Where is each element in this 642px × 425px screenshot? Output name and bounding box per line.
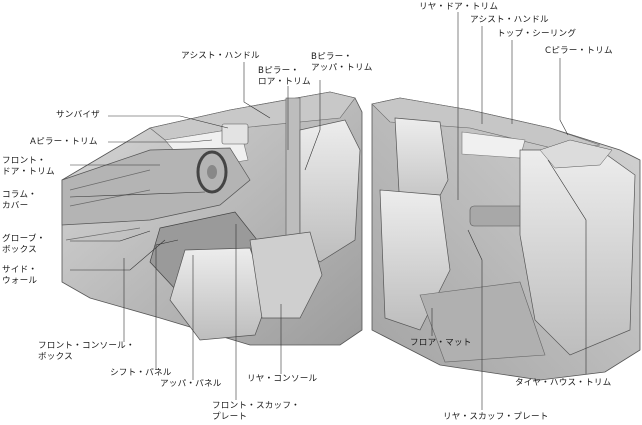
label-column-cover: コラム・ カバー [2,190,37,212]
label-glove-box: グローブ・ ボックス [2,234,45,256]
label-sun-visor: サンバイザ [56,110,100,121]
label-top-ceiling: トップ・シーリング [497,29,576,40]
label-rear-console: リヤ・コンソール [247,374,317,385]
label-front-door-trim: フロント・ ドア・トリム [2,156,55,178]
label-b-pillar-lower-trim: Bピラー・ ロア・トリム [258,66,311,88]
label-front-scuff-plate: フロント・スカッフ・ プレート [212,401,300,423]
label-front-console-box: フロント・コンソール・ ボックス [38,341,135,363]
label-side-wall: サイド・ ウォール [2,265,37,287]
label-shift-panel: シフト・パネル [110,368,172,379]
label-rear-door-trim: リヤ・ドア・トリム [419,2,498,13]
label-assist-handle-front: アシスト・ハンドル [181,51,260,62]
front-interior-panel [62,92,362,345]
label-a-pillar-trim: Aピラー・トリム [30,137,98,148]
label-b-pillar-upper-trim: Bピラー・ アッパ・トリム [311,52,373,74]
label-c-pillar-trim: Cピラー・トリム [545,46,613,57]
label-floor-mat: フロア・マット [410,338,472,349]
label-upper-panel: アッパ・パネル [160,379,222,390]
label-assist-handle-rear: アシスト・ハンドル [470,15,549,26]
label-rear-scuff-plate: リヤ・スカッフ・プレート [443,412,549,423]
label-tire-house-trim: タイヤ・ハウス・トリム [515,378,611,389]
